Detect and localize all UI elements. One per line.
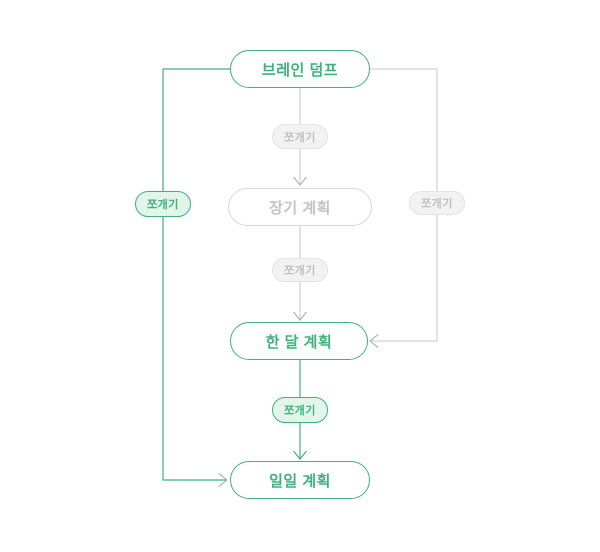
edge-label-split-left-text: 쪼개기 xyxy=(147,199,179,211)
node-brain-dump-label: 브레인 덤프 xyxy=(261,61,339,79)
edge-label-split-right: 쪼개기 xyxy=(409,191,465,215)
arrowhead-monthly-right xyxy=(369,334,379,348)
arrowhead-monthly-top xyxy=(293,311,307,321)
arrowhead-longterm xyxy=(293,176,307,186)
edge-label-split-bottom-text: 쪼개기 xyxy=(284,405,316,417)
node-daily-plan-label: 일일 계획 xyxy=(269,472,331,490)
arrowhead-daily-top xyxy=(293,450,307,460)
edge-label-split-left: 쪼개기 xyxy=(135,191,191,217)
edge-label-split-mid-text: 쪼개기 xyxy=(284,265,316,277)
edge-label-split-mid: 쪼개기 xyxy=(272,258,328,282)
edge-label-split-top-text: 쪼개기 xyxy=(284,131,316,144)
edge-label-split-bottom: 쪼개기 xyxy=(272,397,328,423)
node-long-term-plan: 장기 계획 xyxy=(228,188,372,226)
arrowhead-daily-left xyxy=(218,473,228,487)
node-long-term-plan-label: 장기 계획 xyxy=(269,199,331,217)
edge-label-split-right-text: 쪼개기 xyxy=(421,198,453,210)
node-monthly-plan-label: 한 달 계획 xyxy=(265,333,333,351)
edge-label-split-top: 쪼개기 xyxy=(272,124,328,149)
edge-braindump-to-daily xyxy=(162,68,230,481)
node-daily-plan: 일일 계획 xyxy=(230,461,370,499)
node-monthly-plan: 한 달 계획 xyxy=(230,322,368,360)
node-brain-dump: 브레인 덤프 xyxy=(230,50,370,88)
